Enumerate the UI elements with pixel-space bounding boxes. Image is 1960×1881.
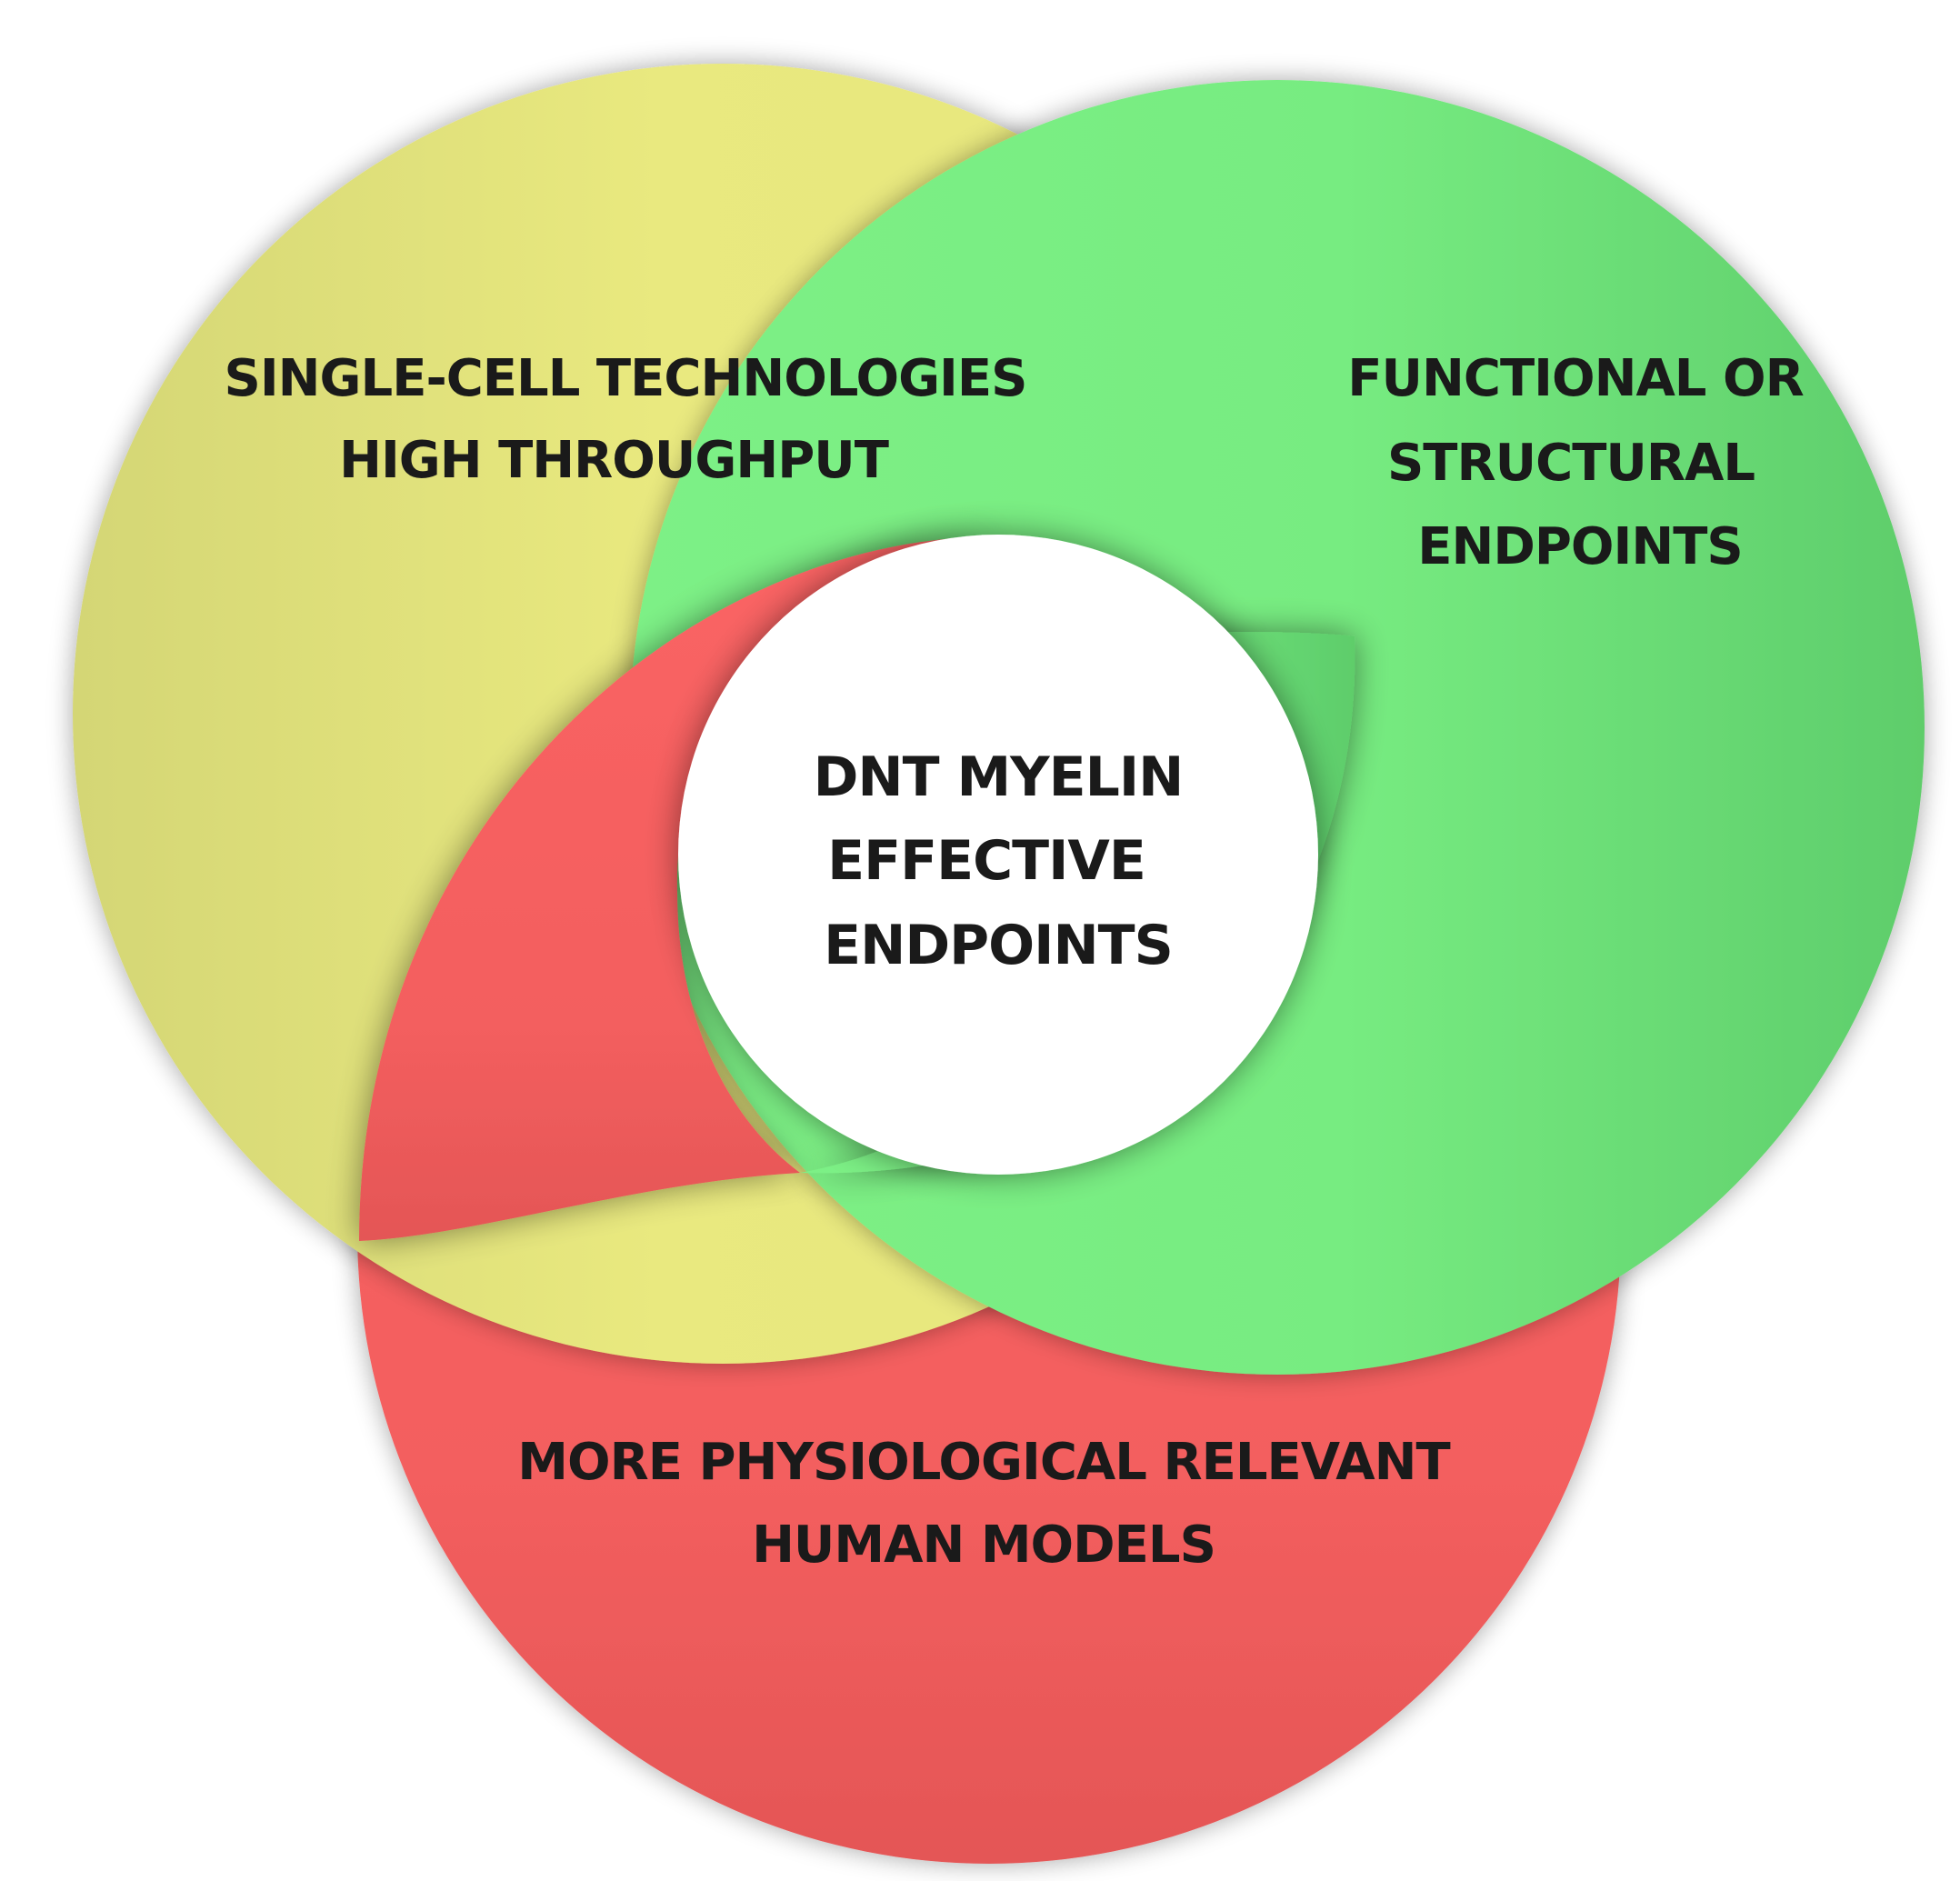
label-center: DNT MYELIN EFFECTIVE ENDPOINTS bbox=[814, 745, 1185, 977]
label-top-left-line-2: HIGH THROUGHPUT bbox=[339, 431, 889, 490]
red-swirl bbox=[359, 535, 1005, 1241]
label-center-line-3: ENDPOINTS bbox=[824, 914, 1173, 977]
label-top-right-line-3: ENDPOINTS bbox=[1417, 517, 1743, 576]
label-top-left: SINGLE-CELL TECHNOLOGIES HIGH THROUGHPUT bbox=[225, 349, 1028, 490]
label-top-right: FUNCTIONAL OR STRUCTURAL ENDPOINTS bbox=[1347, 349, 1804, 576]
label-center-line-2: EFFECTIVE bbox=[827, 829, 1145, 893]
label-top-left-line-1: SINGLE-CELL TECHNOLOGIES bbox=[225, 349, 1027, 408]
label-bottom-line-1: MORE PHYSIOLOGICAL RELEVANT bbox=[517, 1433, 1450, 1492]
label-bottom-line-2: HUMAN MODELS bbox=[752, 1516, 1215, 1575]
label-bottom: MORE PHYSIOLOGICAL RELEVANT HUMAN MODELS bbox=[517, 1433, 1451, 1575]
label-top-right-line-1: FUNCTIONAL OR bbox=[1347, 349, 1803, 408]
label-top-right-line-2: STRUCTURAL bbox=[1387, 434, 1755, 493]
label-center-line-1: DNT MYELIN bbox=[814, 745, 1184, 809]
circle-center bbox=[678, 535, 1318, 1175]
